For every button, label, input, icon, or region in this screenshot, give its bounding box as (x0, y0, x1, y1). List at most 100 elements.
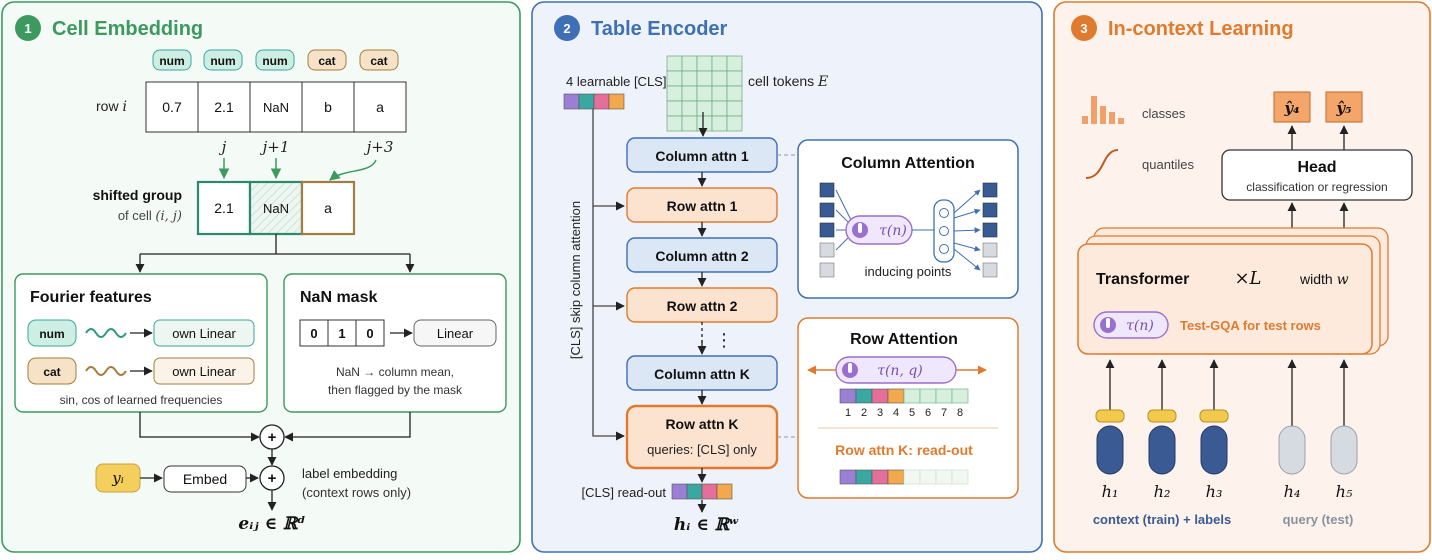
panel-table-encoder: 2 Table Encoder 4 learnable [CLS] cell t… (531, 1, 1043, 553)
inducing-points-caption: inducing points (865, 264, 952, 279)
query-tokens (1278, 359, 1358, 475)
cell-token (681, 115, 698, 132)
cell-token (726, 85, 743, 102)
column-attn-2-label: Column attn 2 (655, 248, 749, 264)
cls-tokens (563, 93, 625, 110)
readout-tokens (671, 483, 733, 500)
h4-label: h₄ (1284, 482, 1301, 501)
head-title: Head (1297, 159, 1336, 176)
yhat-5-box (1325, 91, 1363, 123)
cell-token (681, 55, 698, 72)
row-cell-3: NaN (263, 100, 289, 115)
mask-linear: Linear (437, 326, 474, 341)
column-attention-title: Column Attention (841, 155, 975, 172)
pill-num-2: num (210, 54, 235, 68)
j-plus-3-label: j+3 (364, 138, 394, 156)
fourier-num-pill: num (39, 327, 64, 341)
cell-token (666, 55, 683, 72)
cell-token (696, 70, 713, 87)
cell-token (696, 100, 713, 117)
nan-mask-title: NaN mask (300, 289, 377, 306)
panel1-title: Cell Embedding (52, 18, 203, 40)
cell-token (711, 115, 728, 132)
label-embedding-caption-1: label embedding (302, 466, 397, 481)
row-cells: 0.7 2.1 NaN b a (145, 81, 407, 133)
yhat-4: ŷ₄ (1283, 99, 1299, 117)
pill-num-1: num (159, 54, 184, 68)
shifted-group-title: shifted group (93, 187, 182, 203)
shifted-group-cells: 2.1 NaN a (196, 180, 356, 236)
row-attn-2-label: Row attn 2 (667, 298, 738, 314)
panel3-number: 3 (1080, 21, 1087, 36)
row-index: 7 (941, 407, 947, 419)
transformer-title: Transformer (1096, 271, 1189, 288)
readout-label: [CLS] read-out (581, 485, 666, 500)
skip-label: [CLS] skip column attention (568, 201, 583, 359)
shifted-group-sub: of cell (i, j) (118, 208, 182, 224)
sine-wave-icon (85, 366, 127, 376)
row-tokens (839, 388, 969, 404)
panel-in-context-learning: 3 In-context Learning classes quantiles … (1053, 1, 1431, 553)
width-label: width w (1299, 271, 1349, 288)
row-index: 3 (877, 407, 883, 419)
arrow-j3 (329, 159, 377, 181)
transformer-tau: τ(n) (1126, 318, 1154, 334)
column-attn-k-label: Column attn K (654, 366, 750, 382)
label-embedding-caption-2: (context rows only) (302, 485, 411, 500)
quantiles-label: quantiles (1142, 157, 1195, 172)
row-label: row i (96, 98, 127, 115)
quantile-curve-icon (1085, 149, 1119, 179)
table-encoder-output: hᵢ ∈ ℝʷ (674, 515, 739, 535)
row-attn-tau: τ(n, q) (877, 363, 923, 379)
row-index: 5 (909, 407, 915, 419)
cell-token (696, 55, 713, 72)
row-attn-k-sub: queries: [CLS] only (647, 442, 757, 457)
times-l: ×L (1234, 268, 1261, 289)
row-index: 8 (957, 407, 963, 419)
cell-token (681, 85, 698, 102)
classes-label: classes (1142, 106, 1186, 121)
column-attn-1-label: Column attn 1 (655, 148, 749, 164)
ellipsis: ⋮ (715, 330, 733, 350)
row-index: 2 (861, 407, 867, 419)
panel3-number-badge (1071, 15, 1097, 41)
cell-tokens-grid (666, 55, 743, 132)
shifted-cell-3: a (324, 200, 332, 216)
panel-cell-embedding: 1 Cell Embedding num num num cat cat row… (1, 1, 521, 553)
cell-token (726, 55, 743, 72)
label-y: yᵢ (111, 469, 124, 487)
pill-num-3: num (262, 54, 287, 68)
row-cell-4: b (324, 99, 332, 115)
sine-wave-icon (85, 328, 127, 338)
head-sub: classification or regression (1246, 180, 1387, 194)
context-label: context (train) + labels (1093, 512, 1231, 527)
cell-token (711, 85, 728, 102)
row-index: 4 (893, 407, 899, 419)
panel2-title: Table Encoder (591, 18, 728, 40)
h3-label: h₃ (1206, 482, 1223, 501)
context-tokens (1095, 359, 1229, 475)
h2-label: h₂ (1154, 482, 1171, 501)
cell-token (726, 115, 743, 132)
row-attn-readout-title: Row attn K: read-out (835, 442, 973, 458)
cell-token (666, 70, 683, 87)
fourier-num-linear: own Linear (172, 326, 236, 341)
shifted-cell-1: 2.1 (214, 200, 234, 216)
cell-tokens-label: cell tokens E (748, 73, 828, 90)
cell-token (696, 85, 713, 102)
h5-label: h₅ (1336, 482, 1353, 501)
panel3-title: In-context Learning (1108, 18, 1294, 40)
panel2-number-badge (554, 15, 580, 41)
plus-1: + (268, 429, 277, 446)
cell-token (666, 85, 683, 102)
row-attn-k-title: Row attn K (665, 416, 738, 432)
cls-tokens-label: 4 learnable [CLS] (566, 74, 666, 89)
mask-bit-1: 0 (310, 326, 317, 341)
fourier-caption: sin, cos of learned frequencies (60, 393, 223, 407)
h1-label: h₁ (1102, 482, 1119, 501)
fourier-title: Fourier features (30, 289, 152, 306)
j-label: j (219, 138, 227, 156)
row-attention-title: Row Attention (850, 331, 958, 348)
embed-box (163, 465, 247, 493)
